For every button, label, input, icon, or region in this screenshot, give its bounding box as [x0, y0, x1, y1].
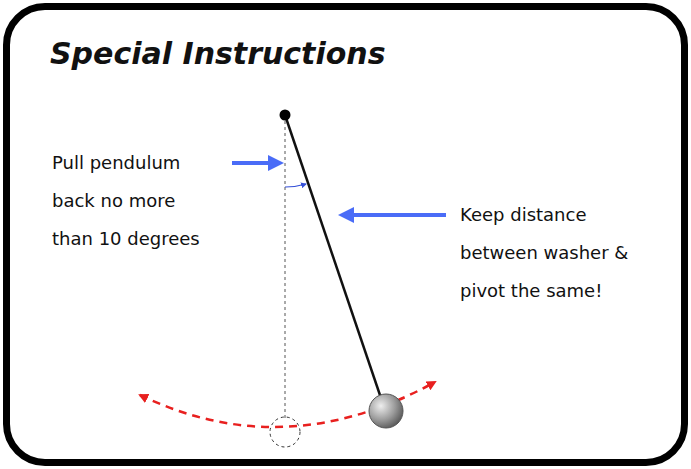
pointer-arrowhead	[338, 207, 354, 223]
angle-arc	[285, 184, 306, 187]
swing-arc	[140, 382, 435, 427]
pendulum-string	[285, 115, 383, 404]
title: Special Instructions	[50, 36, 386, 71]
pointer-arrowhead	[268, 155, 284, 171]
rest-position	[270, 417, 300, 447]
rest-line	[285, 115, 286, 418]
washer-bob	[369, 394, 403, 428]
pointer-arrow	[232, 161, 270, 165]
instruction-note: Pull pendulum back no more than 10 degre…	[52, 144, 202, 258]
instruction-note: Keep distance between washer & pivot the…	[460, 196, 645, 310]
pointer-arrow	[352, 213, 446, 217]
pivot	[280, 110, 291, 121]
